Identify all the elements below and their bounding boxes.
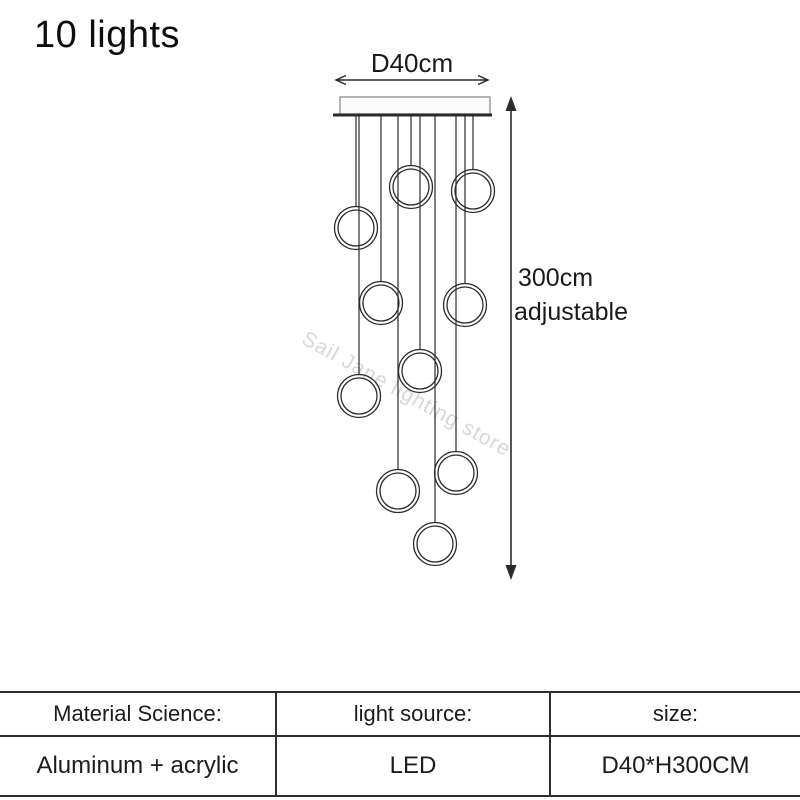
ring-light-inner — [379, 472, 417, 510]
ring-light-inner — [362, 284, 400, 322]
arrowhead-right-icon — [477, 74, 490, 86]
ring-light-inner — [401, 352, 439, 390]
spec-header-size: size: — [549, 693, 800, 737]
ring-light-inner — [454, 172, 492, 210]
ring-light-outer — [397, 348, 443, 394]
ring-light-inner — [392, 168, 430, 206]
arrowhead-left-icon — [334, 74, 347, 86]
height-dimension-value: 300cm — [518, 264, 594, 292]
ring-light-inner — [340, 377, 378, 415]
height-dimension-note: adjustable — [514, 298, 628, 326]
height-dimension-label: 300cm adjustable — [514, 261, 628, 329]
spec-table: Material Science: light source: size: Al… — [0, 691, 800, 797]
spec-value-light-source: LED — [275, 737, 549, 795]
spec-value-material: Aluminum + acrylic — [36, 752, 239, 779]
ring-light-outer — [442, 282, 488, 328]
ring-light-outer — [412, 521, 458, 567]
spec-value-size: D40*H300CM — [549, 737, 800, 795]
width-dimension-label: D40cm — [370, 48, 454, 78]
arrowhead-down-icon — [505, 565, 517, 580]
ring-light-outer — [333, 205, 379, 251]
ceiling-plate — [339, 96, 491, 115]
ring-light-inner — [416, 525, 454, 563]
ring-light-outer — [433, 450, 479, 496]
ring-light-outer — [450, 168, 496, 214]
arrowhead-up-icon — [505, 96, 517, 111]
spec-header-material: Material Science: — [0, 693, 275, 737]
ring-light-outer — [336, 373, 382, 419]
ring-light-inner — [446, 286, 484, 324]
chandelier-diagram — [333, 74, 517, 580]
ring-light-inner — [437, 454, 475, 492]
page-title: 10 lights — [34, 14, 181, 56]
ring-light-outer — [358, 280, 404, 326]
ring-light-inner — [337, 209, 375, 247]
spec-header-light-source: light source: — [275, 693, 549, 737]
ring-light-outer — [388, 164, 434, 210]
ring-light-outer — [375, 468, 421, 514]
